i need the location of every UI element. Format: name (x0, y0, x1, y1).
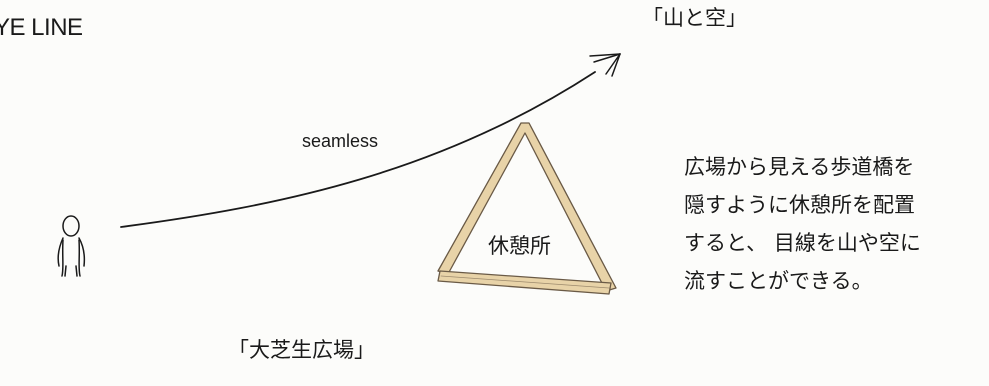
person-sketch-icon (57, 215, 86, 277)
shelter-label: 休憩所 (488, 234, 551, 258)
description-line-2: 隠すように休憩所を配置 (684, 193, 915, 217)
mountain-sky-label: 「山と空」 (642, 6, 747, 30)
description-text: 広場から見える歩道橋を 隠すように休憩所を配置 すると、 目線を山や空に 流すこ… (684, 148, 984, 300)
lawn-plaza-label: 「大芝生広場」 (228, 338, 375, 362)
description-line-1: 広場から見える歩道橋を (684, 155, 915, 179)
description-line-4: 流すことができる。 (684, 269, 873, 293)
sightline-arrow-icon (589, 53, 621, 77)
seamless-label: seamless (302, 131, 379, 151)
description-line-3: すると、 目線を山や空に (684, 231, 921, 255)
triangle-frame-icon (437, 122, 617, 295)
diagram-title: YE LINE (0, 14, 83, 41)
sightline-curve (120, 71, 596, 228)
